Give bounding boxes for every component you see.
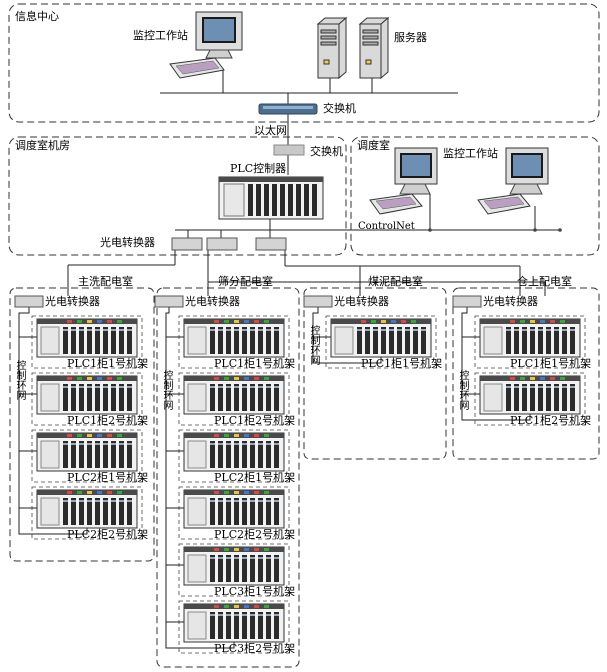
dispatch-room-label: 调度室	[357, 139, 390, 152]
plc-rack-label: PLC1柜1号机架	[361, 357, 443, 370]
plc-rack-label: PLC1柜1号机架	[67, 357, 149, 370]
plc-rack-label: PLC3柜2号机架	[214, 642, 296, 655]
monitor-station-top-shape	[169, 11, 243, 79]
room-converter-shape	[154, 295, 184, 308]
dispatch-machine-room-frame	[8, 136, 347, 256]
plc-rack	[183, 375, 285, 415]
plc-rack	[183, 603, 285, 643]
monitor-station-right-shapes	[369, 147, 549, 215]
server-label: 服务器	[394, 31, 427, 44]
monitor-station-right-label: 监控工作站	[443, 147, 498, 160]
dispatch-room-frame	[350, 136, 600, 256]
control-ring-line	[165, 307, 235, 649]
plc-rack	[330, 318, 432, 358]
control-ring-label: 控制环网	[308, 325, 319, 365]
plc-rack-label: PLC2柜2号机架	[214, 528, 296, 541]
plc-rack	[36, 318, 138, 358]
plc-rack-label: PLC2柜1号机架	[67, 471, 149, 484]
room-converter-shape	[14, 295, 44, 308]
plc-rack-label: PLC2柜2号机架	[67, 528, 149, 541]
plc-rack-label: PLC3柜1号机架	[214, 585, 296, 598]
control-ring-line	[18, 307, 88, 535]
room-title: 仓上配电室	[517, 275, 572, 288]
control-ring-label: 控制环网	[14, 360, 25, 400]
controlnet-label: ControlNet	[358, 221, 415, 232]
room-title: 筛分配电室	[218, 275, 273, 288]
room-title: 煤泥配电室	[368, 275, 423, 288]
switch-top-label: 交换机	[323, 102, 356, 115]
plc-controller-label: PLC控制器	[230, 162, 287, 175]
switch-top-shape	[258, 103, 318, 115]
plc-rack	[183, 489, 285, 529]
control-ring-line	[461, 307, 531, 421]
plc-rack	[479, 318, 581, 358]
plc-rack	[36, 489, 138, 529]
server-shapes	[316, 16, 390, 80]
plc-rack	[183, 432, 285, 472]
ethernet-label: 以太网	[254, 124, 287, 137]
monitor-station-top-label: 监控工作站	[133, 29, 188, 42]
plc-controller-shape	[218, 176, 324, 220]
control-ring-line	[312, 307, 382, 364]
switch-mid-shape	[273, 144, 305, 156]
bin-room-frame	[452, 287, 600, 460]
screening-room-frame	[156, 287, 300, 668]
info-center-frame	[8, 3, 600, 123]
plc-rack	[36, 432, 138, 472]
room-converter-shape	[303, 295, 333, 308]
room-converter-label: 光电转换器	[185, 295, 240, 308]
plc-rack-label: PLC1柜2号机架	[510, 414, 592, 427]
controlnet-terminators	[428, 228, 562, 232]
room-converter-label: 光电转换器	[483, 295, 538, 308]
control-ring-label: 控制环网	[161, 370, 172, 410]
room-converter-label: 光电转换器	[334, 295, 389, 308]
plc-rack	[36, 375, 138, 415]
room-converter-label: 光电转换器	[45, 295, 100, 308]
plc-rack	[183, 318, 285, 358]
main-wash-room-frame	[9, 287, 155, 562]
switch-mid-label: 交换机	[310, 145, 343, 158]
room-converter-shape	[452, 295, 482, 308]
plc-rack-label: PLC2柜1号机架	[214, 471, 296, 484]
plc-rack	[479, 375, 581, 415]
plc-rack-label: PLC1柜2号机架	[67, 414, 149, 427]
plc-rack-label: PLC1柜2号机架	[214, 414, 296, 427]
control-ring-label: 控制环网	[457, 370, 468, 410]
info-center-label: 信息中心	[15, 10, 59, 23]
converter-main-shapes	[171, 237, 287, 251]
dispatch-machine-room-label: 调度室机房	[15, 139, 70, 152]
room-title: 主洗配电室	[78, 275, 133, 288]
plc-rack-label: PLC1柜1号机架	[214, 357, 296, 370]
slime-room-frame	[303, 287, 447, 460]
converter-main-label: 光电转换器	[100, 236, 155, 249]
plc-rack	[183, 546, 285, 586]
plc-rack-label: PLC1柜1号机架	[510, 357, 592, 370]
